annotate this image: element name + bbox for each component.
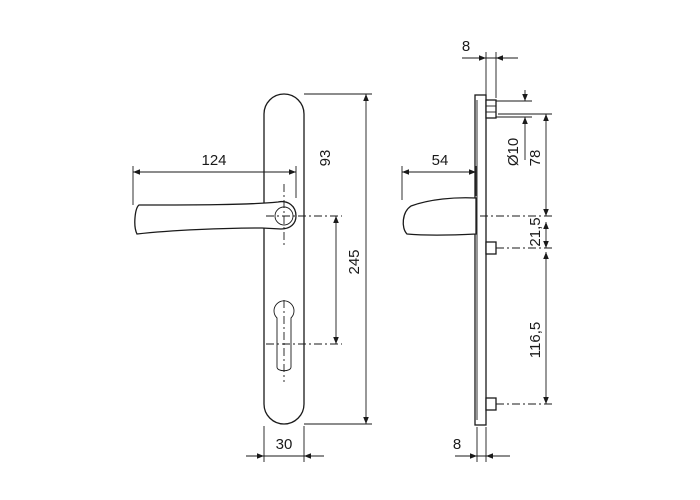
dim-spindle-offset: 21,5 xyxy=(527,217,544,246)
dim-screw-diameter: Ø10 xyxy=(505,138,522,166)
screw-boss-bottom xyxy=(485,397,497,411)
dim-top-to-spindle: 78 xyxy=(527,150,544,167)
dim-spindle-to-cylinder: 93 xyxy=(317,150,334,167)
dim-top-thickness: 8 xyxy=(462,38,470,55)
lever-side xyxy=(402,197,477,236)
dim-screw-spacing: 116,5 xyxy=(527,322,544,358)
dim-bottom-thickness: 8 xyxy=(453,436,461,453)
lever-handle xyxy=(134,200,297,235)
screw-boss-middle xyxy=(485,241,497,255)
front-view: 124 93 245 30 xyxy=(132,93,372,462)
backplate-outline xyxy=(263,93,305,425)
dim-lever-length: 124 xyxy=(201,152,226,169)
dim-plate-width: 30 xyxy=(276,436,293,453)
cylinder-keyhole xyxy=(273,300,295,372)
screw-boss-top xyxy=(485,99,497,119)
dim-plate-height: 245 xyxy=(346,249,363,274)
side-view: 8 54 Ø10 78 21,5 116,5 8 xyxy=(401,38,552,462)
dim-lever-projection: 54 xyxy=(432,152,449,169)
plate-profile xyxy=(474,94,487,426)
